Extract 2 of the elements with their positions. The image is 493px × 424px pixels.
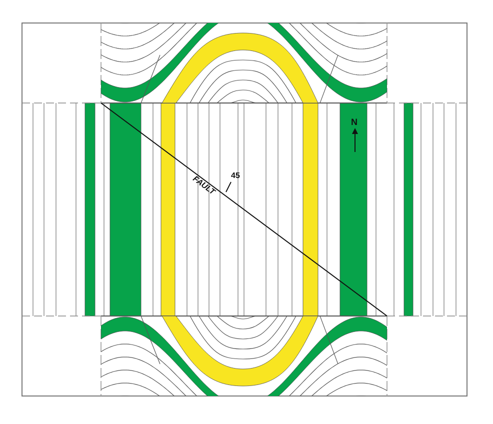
north-label: N xyxy=(351,118,358,127)
dip-value: 45 xyxy=(231,172,240,180)
